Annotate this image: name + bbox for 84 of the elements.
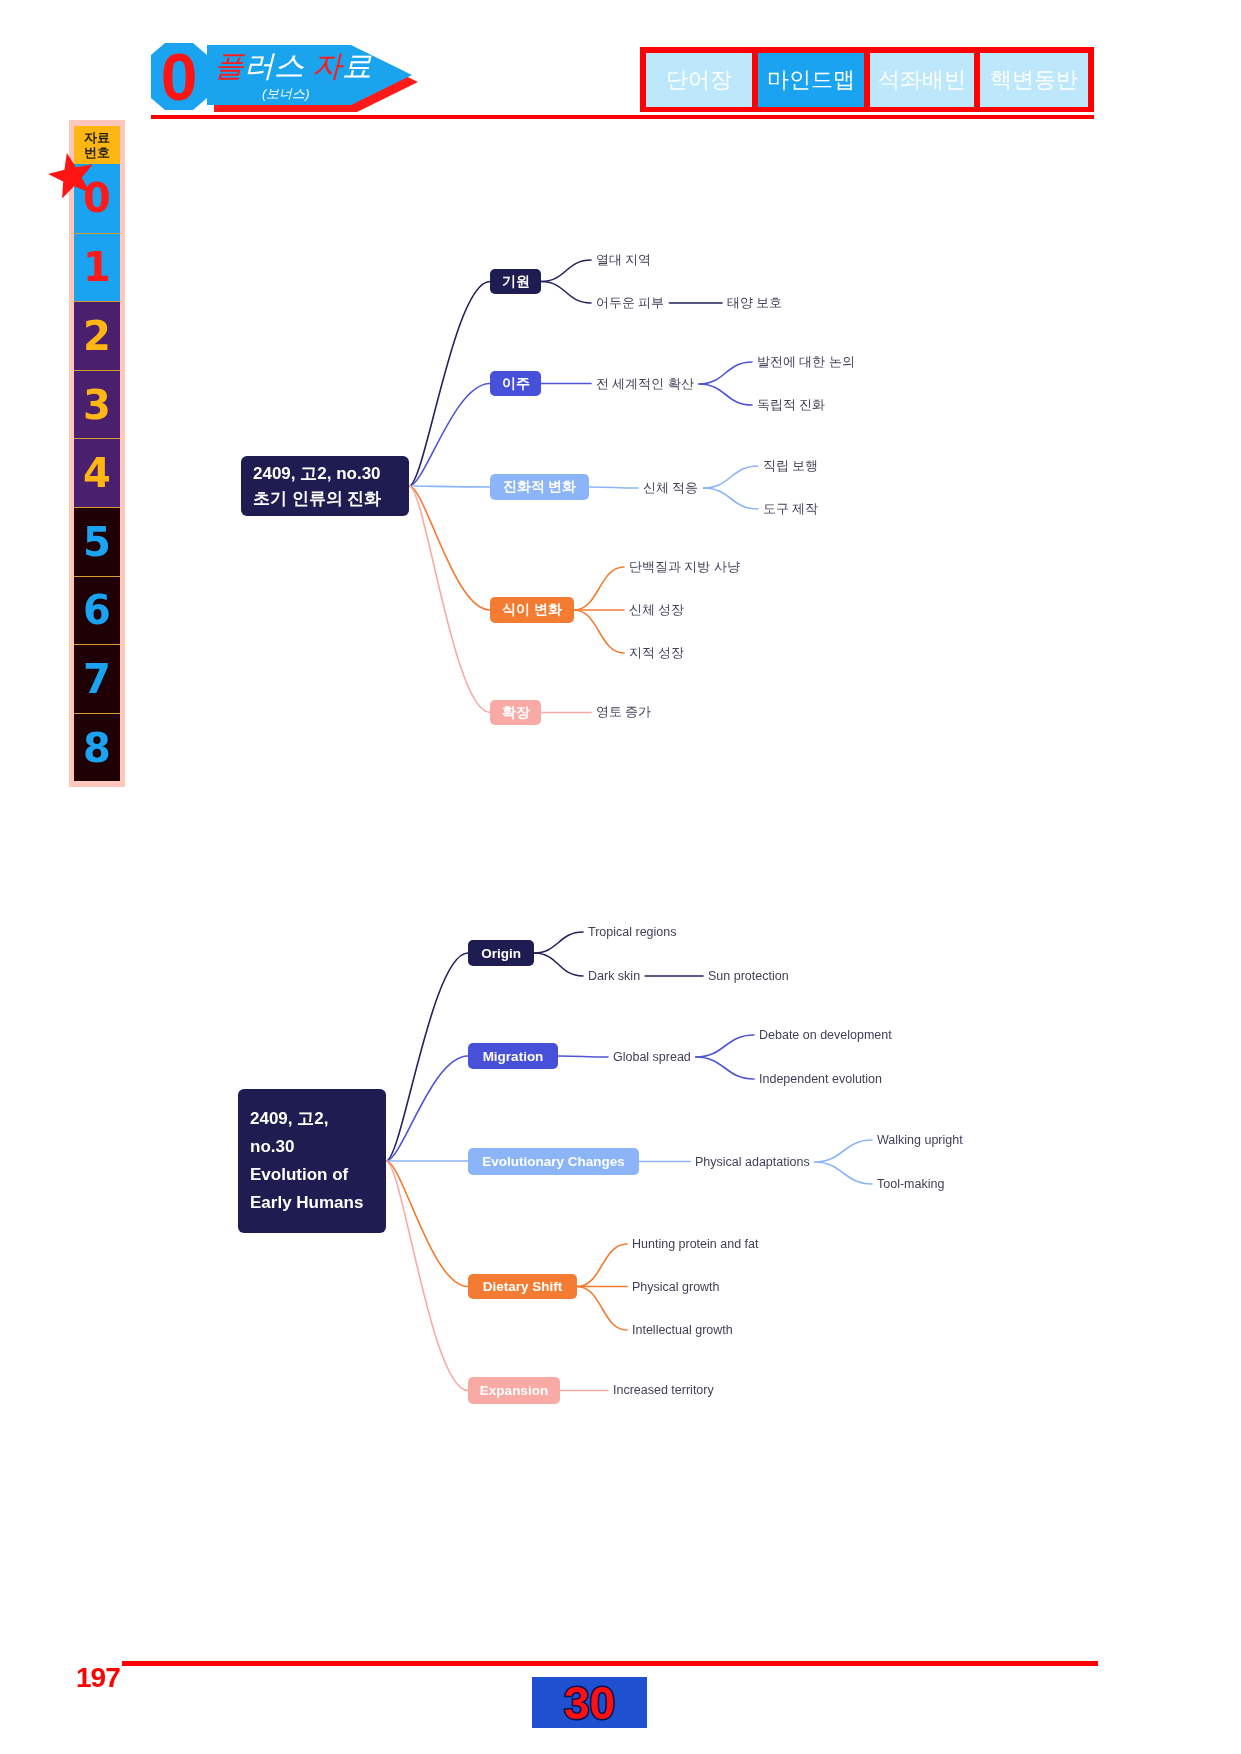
branch-line <box>668 302 723 304</box>
subtopic-text: 도구 제작 <box>763 501 819 517</box>
branch-line <box>408 280 491 487</box>
branch-line <box>573 609 625 654</box>
branch-line <box>533 952 584 977</box>
subtopic-text: 단백질과 지방 사냥 <box>629 559 740 575</box>
subtopic-text: 발전에 대한 논의 <box>757 354 855 370</box>
subtopic-text: Increased territory <box>613 1382 714 1398</box>
topic-box: Origin <box>468 940 534 966</box>
subtopic-text: 열대 지역 <box>596 252 652 268</box>
topic-box: 확장 <box>490 700 541 725</box>
subtopic-text: Tropical regions <box>588 924 677 940</box>
topic-box: Dietary Shift <box>468 1274 577 1299</box>
branch-line <box>557 1055 609 1058</box>
number-box: 30 <box>532 1677 647 1728</box>
topic-box: Evolutionary Changes <box>468 1148 639 1175</box>
subtopic-text: 신체 성장 <box>629 602 685 618</box>
tab: 단어장 <box>646 53 752 107</box>
branch-line <box>385 1160 469 1392</box>
branch-line <box>559 1389 609 1392</box>
branch-line <box>408 485 491 611</box>
topic-box: Migration <box>468 1043 558 1069</box>
branch-line <box>588 486 639 489</box>
topic-box: 이주 <box>490 371 541 396</box>
branch-line <box>385 1055 469 1162</box>
topic-box: 식이 변화 <box>490 597 574 623</box>
number-tab: 2 <box>74 301 120 370</box>
subtopic-text: Sun protection <box>708 968 789 984</box>
subtopic-text: 태양 보호 <box>727 295 783 311</box>
branch-line <box>385 952 469 1162</box>
number-tab: 7 <box>74 644 120 713</box>
subtopic-text: 지적 성장 <box>629 645 685 661</box>
branch-line <box>695 1056 755 1080</box>
branch-line <box>702 487 759 510</box>
branch-line <box>813 1161 873 1185</box>
subtopic-text: 독립적 진화 <box>757 397 826 413</box>
subtopic-text: 어두운 피부 <box>596 295 665 311</box>
number-tab: 6 <box>74 575 120 645</box>
subtopic-text: Debate on development <box>759 1027 892 1043</box>
branch-line <box>576 1285 628 1331</box>
central-topic-box: 2409, 고2, no.30 Evolution of Early Humans <box>238 1089 386 1233</box>
number-tab: 3 <box>74 369 120 439</box>
number-tab: 5 <box>74 507 120 576</box>
subtopic-text: 직립 보행 <box>763 458 819 474</box>
subtopic-text: Independent evolution <box>759 1071 883 1087</box>
topic-box: 기원 <box>490 269 541 294</box>
subtopic-text: 영토 증가 <box>596 704 652 720</box>
branch-line <box>576 1243 628 1288</box>
tab: 마인드맵 <box>758 53 864 107</box>
banner-title: 플러스 자료 <box>214 49 373 83</box>
subtopic-text: Walking upright <box>877 1132 963 1148</box>
subtopic-text: Physical growth <box>632 1279 720 1295</box>
branch-line <box>385 1160 469 1288</box>
number-tab: 0 <box>74 164 120 233</box>
number-tab: 1 <box>74 232 120 302</box>
banner-subtitle: (보너스) <box>262 86 310 101</box>
subtopic-text: Dark skin <box>588 968 641 984</box>
page-number: 197 <box>76 1663 120 1693</box>
branch-line <box>644 975 704 977</box>
subtopic-text: Physical adaptations <box>695 1154 810 1170</box>
branch-line <box>698 383 753 406</box>
branch-line <box>540 280 592 304</box>
subtopic-text: Hunting protein and fat <box>632 1236 759 1252</box>
topic-box: Expansion <box>468 1377 560 1404</box>
subtopic-text: Tool-making <box>877 1176 945 1192</box>
sidebar-heading: 자료 번호 <box>74 126 120 164</box>
branch-line <box>638 1160 691 1163</box>
subtopic-text: 신체 적응 <box>643 480 699 496</box>
central-topic-box: 2409, 고2, no.30 초기 인류의 진화 <box>241 456 409 516</box>
subtopic-text: Global spread <box>613 1049 691 1065</box>
branch-line <box>408 485 491 488</box>
number-tab: 4 <box>74 438 120 507</box>
tab: 핵변동반 <box>980 53 1088 107</box>
number-tab: 8 <box>74 712 120 782</box>
branch-line <box>385 1160 469 1162</box>
tab: 석좌배빈 <box>870 53 974 107</box>
branch-line <box>408 382 491 487</box>
topic-box: 진화적 변화 <box>490 474 589 500</box>
subtopic-text: 전 세계적인 확산 <box>596 376 694 392</box>
branch-line <box>408 485 491 714</box>
branch-line <box>540 711 592 714</box>
number-badge: 0 <box>151 43 207 110</box>
branch-line <box>540 382 592 385</box>
subtopic-text: Intellectual growth <box>632 1322 733 1338</box>
